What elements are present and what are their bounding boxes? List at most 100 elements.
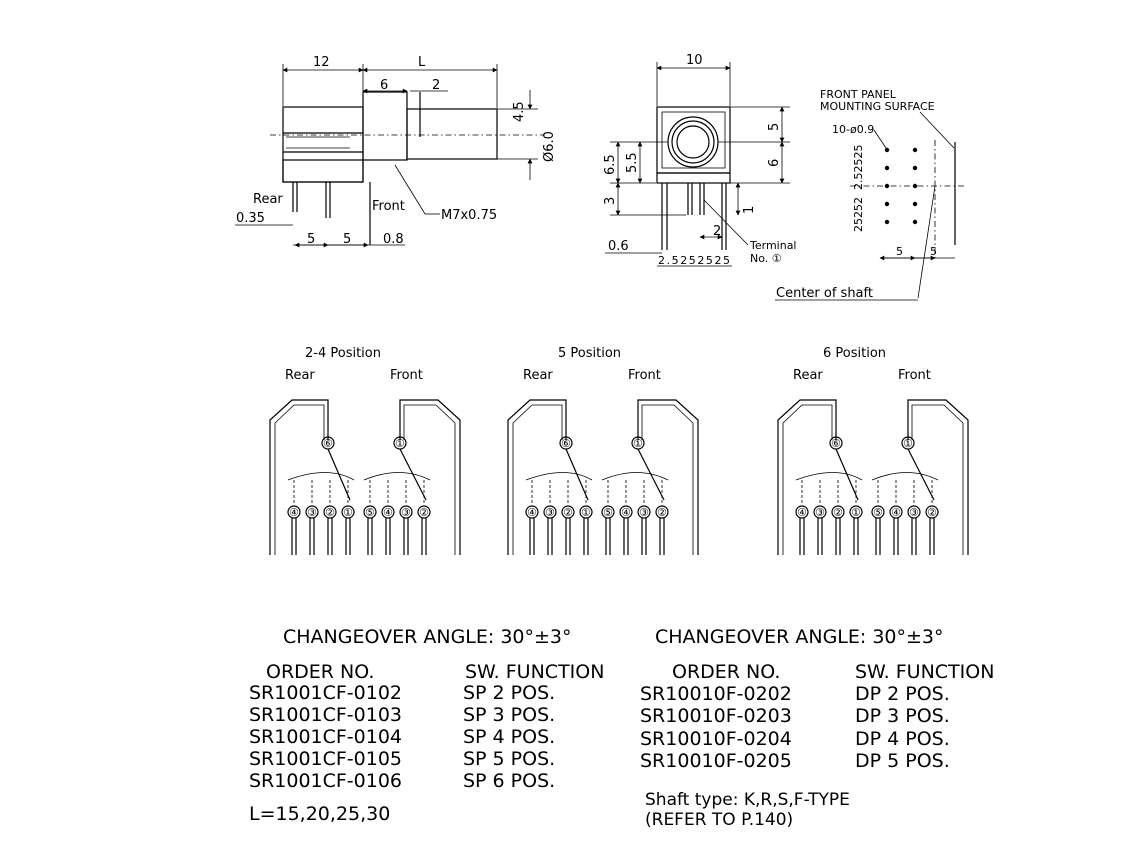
common-terminal-label: ① xyxy=(903,437,913,450)
contact-terminal xyxy=(849,505,863,519)
side-label-rear: Rear xyxy=(253,192,283,207)
sp-row-function: SP 4 POS. xyxy=(463,726,555,748)
contact-terminal xyxy=(889,505,903,519)
dp-row-order: SR10010F-0203 xyxy=(640,705,792,727)
terminal-frame xyxy=(907,399,969,555)
panel-center-label: Center of shaft xyxy=(776,286,873,301)
terminal-frame xyxy=(507,399,567,555)
front-dim-5-5: 5.5 xyxy=(625,152,640,173)
contact-terminal xyxy=(305,505,319,519)
front-bushing xyxy=(667,116,719,168)
contact-terminal-label: ③ xyxy=(401,506,411,519)
front-dim-6: 6 xyxy=(767,159,782,167)
dim-6: 6 xyxy=(380,78,388,93)
terminal-frame xyxy=(637,399,699,555)
schematic-rear-label: Rear xyxy=(793,368,823,383)
side-shaft xyxy=(406,108,498,160)
front-dim-3: 3 xyxy=(603,197,618,205)
sp-row-order: SR1001CF-0106 xyxy=(249,770,402,792)
order-table-dp: CHANGEOVER ANGLE: 30°±3° ORDER NO. SW. F… xyxy=(640,626,994,830)
common-terminal-label: ⑥ xyxy=(323,437,333,450)
mounting-hole xyxy=(884,165,890,171)
dim-4-5: 4.5 xyxy=(512,101,527,122)
dp-angle: CHANGEOVER ANGLE: 30°±3° xyxy=(655,626,944,648)
dp-row-function: DP 5 POS. xyxy=(855,750,950,772)
sp-note-L: L=15,20,25,30 xyxy=(249,803,390,825)
common-terminal-label: ⑥ xyxy=(561,437,571,450)
dp-note-shaft: Shaft type: K,R,S,F-TYPE xyxy=(645,790,850,810)
contact-terminal-label: ⑤ xyxy=(365,506,375,519)
sp-row-order: SR1001CF-0103 xyxy=(249,704,402,726)
dim-2: 2 xyxy=(432,78,440,93)
contact-terminal xyxy=(795,505,809,519)
dp-row-order: SR10010F-0202 xyxy=(640,683,792,705)
panel-holes: 10-ø0.9 xyxy=(832,123,874,136)
dp-note-refer: (REFER TO P.140) xyxy=(645,810,793,830)
contact-terminal-label: ④ xyxy=(797,506,807,519)
contact-terminal xyxy=(341,505,355,519)
terminal-frame xyxy=(399,399,461,555)
schematic-rear-label: Rear xyxy=(523,368,553,383)
sp-header-function: SW. FUNCTION xyxy=(465,661,604,683)
panel-pitch-lower: 25252 xyxy=(852,197,865,232)
dp-header-function: SW. FUNCTION xyxy=(855,661,994,683)
contact-terminal xyxy=(287,505,301,519)
contact-terminal xyxy=(637,505,651,519)
contact-terminal xyxy=(525,505,539,519)
dp-row-function: DP 2 POS. xyxy=(855,683,950,705)
dim-L: L xyxy=(418,55,426,70)
side-body-outline xyxy=(282,106,364,183)
dp-row-order: SR10010F-0204 xyxy=(640,728,792,750)
dim-5a: 5 xyxy=(307,232,315,247)
contact-terminal xyxy=(601,505,615,519)
panel-hole-grid xyxy=(884,147,918,225)
schematic-front-label: Front xyxy=(898,368,931,383)
contact-terminal xyxy=(831,505,845,519)
contact-terminal-label: ④ xyxy=(891,506,901,519)
contact-terminal-label: ① xyxy=(851,506,861,519)
dp-row-function: DP 4 POS. xyxy=(855,728,950,750)
front-dim-0-6: 0.6 xyxy=(608,239,629,254)
thread-label: M7x0.75 xyxy=(441,208,497,223)
terminal-frame xyxy=(777,399,837,555)
contact-terminal-label: ③ xyxy=(815,506,825,519)
contact-terminal-label: ④ xyxy=(527,506,537,519)
contact-terminal xyxy=(323,505,337,519)
contact-terminal xyxy=(925,505,939,519)
contact-terminal-label: ① xyxy=(581,506,591,519)
panel-pitch-upper: 2.52525 xyxy=(852,145,865,191)
contact-terminal-label: ② xyxy=(419,506,429,519)
sp-row-function: SP 2 POS. xyxy=(463,682,555,704)
sp-angle: CHANGEOVER ANGLE: 30°±3° xyxy=(283,626,572,648)
dp-row-order: SR10010F-0205 xyxy=(640,750,792,772)
front-dim-10: 10 xyxy=(686,53,703,68)
panel-title-1: FRONT PANEL xyxy=(820,88,897,101)
panel-title-2: MOUNTING SURFACE xyxy=(820,100,935,113)
contact-terminal-label: ③ xyxy=(639,506,649,519)
schematic-title: 6 Position xyxy=(823,346,886,361)
sp-row-function: SP 6 POS. xyxy=(463,770,555,792)
panel-view: FRONT PANEL MOUNTING SURFACE 10-ø0.9 2.5… xyxy=(775,88,965,301)
contact-terminal xyxy=(871,505,885,519)
contact-terminal xyxy=(543,505,557,519)
dp-row-function: DP 3 POS. xyxy=(855,705,950,727)
mounting-hole xyxy=(912,201,918,207)
front-dim-6-5: 6.5 xyxy=(603,154,618,175)
mounting-hole xyxy=(912,165,918,171)
side-bushing xyxy=(362,91,408,161)
dim-dia6: Ø6.0 xyxy=(542,131,557,162)
contact-terminal xyxy=(363,505,377,519)
contact-terminal-label: ④ xyxy=(383,506,393,519)
schematic-front-label: Front xyxy=(390,368,423,383)
contact-terminal-label: ④ xyxy=(289,506,299,519)
contact-terminal xyxy=(561,505,575,519)
sp-header-order: ORDER NO. xyxy=(266,661,374,683)
terminal-label-1: Terminal xyxy=(749,239,797,252)
contact-terminal-label: ⑤ xyxy=(603,506,613,519)
contact-terminal-label: ② xyxy=(325,506,335,519)
